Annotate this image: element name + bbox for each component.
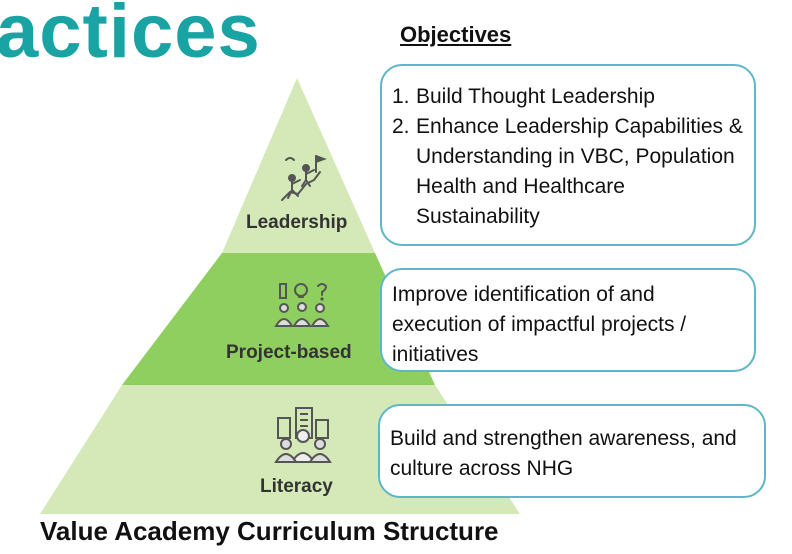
pyramid-tier-project-based: [122, 253, 435, 385]
objective-list: 1. Build Thought Leadership 2. Enhance L…: [392, 82, 744, 232]
pyramid-tier-leadership: [222, 78, 375, 253]
team-ideas-icon: [274, 283, 330, 327]
slide-title-fragment: actices: [0, 0, 261, 74]
level-label-literacy: Literacy: [260, 476, 333, 497]
objective-text-project-based: Improve identification of and execution …: [392, 283, 687, 366]
objectives-heading: Objectives: [400, 22, 512, 47]
objective-item: 2. Enhance Leadership Capabilities & Und…: [392, 112, 744, 232]
objective-text-literacy: Build and strengthen awareness, and cult…: [390, 427, 737, 480]
objective-item: 1. Build Thought Leadership: [392, 82, 744, 112]
people-city-icon: [274, 407, 332, 463]
objective-box-literacy: Build and strengthen awareness, and cult…: [378, 404, 766, 498]
objective-number: 1.: [392, 85, 410, 108]
level-label-leadership: Leadership: [246, 212, 348, 233]
objective-box-leadership: 1. Build Thought Leadership 2. Enhance L…: [380, 64, 756, 246]
climbing-team-icon: [281, 155, 327, 201]
level-label-project-based: Project-based: [226, 342, 352, 363]
objective-box-project-based: Improve identification of and execution …: [380, 268, 756, 372]
diagram-caption: Value Academy Curriculum Structure: [40, 516, 499, 546]
objective-text: Build Thought Leadership: [416, 85, 655, 108]
objective-number: 2.: [392, 115, 410, 138]
objective-text: Enhance Leadership Capabilities & Unders…: [416, 115, 743, 228]
